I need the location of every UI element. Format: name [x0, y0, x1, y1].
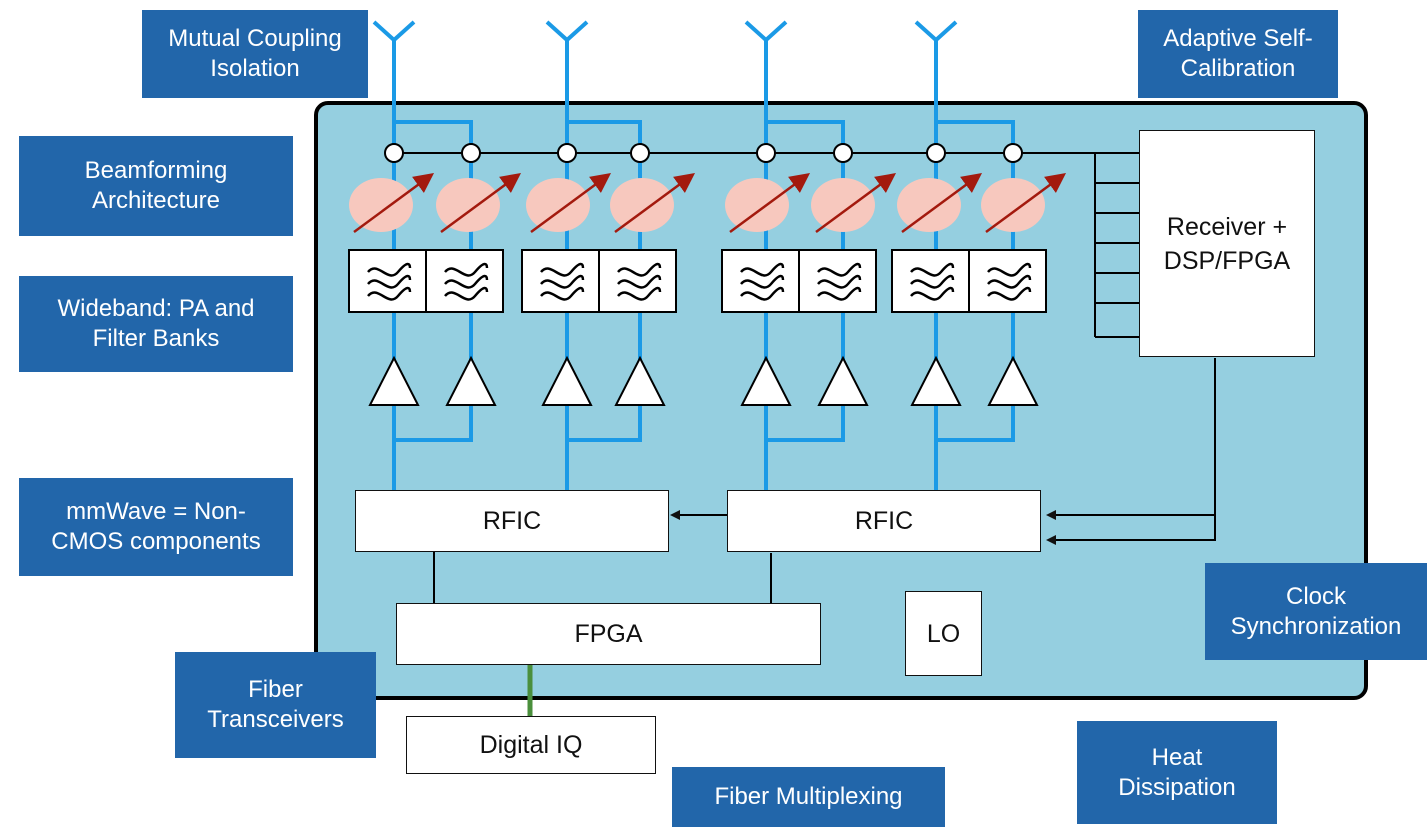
receiver-line-1: Receiver + [1166, 212, 1288, 241]
mmwave-line-2: CMOS components [51, 528, 261, 555]
fpga-label: FPGA [574, 620, 643, 648]
receiver-line-2: DSP/FPGA [1163, 246, 1291, 275]
rfic-left-block: RFIC [355, 490, 669, 552]
beamforming-line-2: Architecture [91, 187, 221, 214]
rfic-right-label: RFIC [854, 507, 914, 535]
rfic-left-label: RFIC [482, 507, 542, 535]
label-fiber-multiplexing: Fiber Multiplexing [672, 767, 945, 827]
mutual-coupling-line-1: Mutual Coupling [168, 25, 342, 52]
mutual-coupling-line-2: Isolation [210, 55, 300, 82]
lo-block: LO [905, 591, 982, 676]
fiber-transceivers-line-1: Fiber [248, 676, 303, 703]
phase-shifters [349, 173, 1067, 234]
clock-sync-line-1: Clock [1285, 582, 1346, 610]
wideband-line-1: Wideband: PA and [57, 295, 255, 322]
lo-label: LO [926, 619, 961, 648]
clock-sync-line-2: Synchronization [1230, 612, 1402, 640]
filter-symbols [367, 262, 1032, 301]
heat-line-1: Heat [1151, 743, 1203, 771]
label-mmwave: mmWave = Non- CMOS components [19, 478, 293, 576]
fiber-transceivers-line-2: Transceivers [207, 706, 344, 733]
antenna-icons [372, 20, 958, 43]
filter-banks [348, 249, 1047, 313]
adaptive-line-2: Calibration [1180, 55, 1296, 82]
control-lines [433, 358, 1216, 603]
adaptive-line-1: Adaptive Self- [1163, 25, 1313, 52]
digital-iq-block: Digital IQ [406, 716, 656, 774]
amplifiers [368, 355, 1039, 406]
fpga-block: FPGA [396, 603, 821, 665]
heat-line-2: Dissipation [1118, 773, 1236, 801]
receiver-dsp-block: Receiver + DSP/FPGA [1139, 130, 1315, 357]
rfic-right-block: RFIC [727, 490, 1041, 552]
wideband-line-2: Filter Banks [92, 325, 220, 352]
beamforming-line-1: Beamforming [84, 157, 228, 184]
fiber-multiplexing-text: Fiber Multiplexing [714, 783, 903, 810]
label-adaptive-calibration: Adaptive Self- Calibration [1138, 10, 1338, 98]
mmwave-line-1: mmWave = Non- [66, 498, 246, 525]
receiver-input-ladder [1094, 152, 1140, 338]
digital-iq-label: Digital IQ [479, 731, 583, 759]
bus-taps [384, 143, 1023, 163]
